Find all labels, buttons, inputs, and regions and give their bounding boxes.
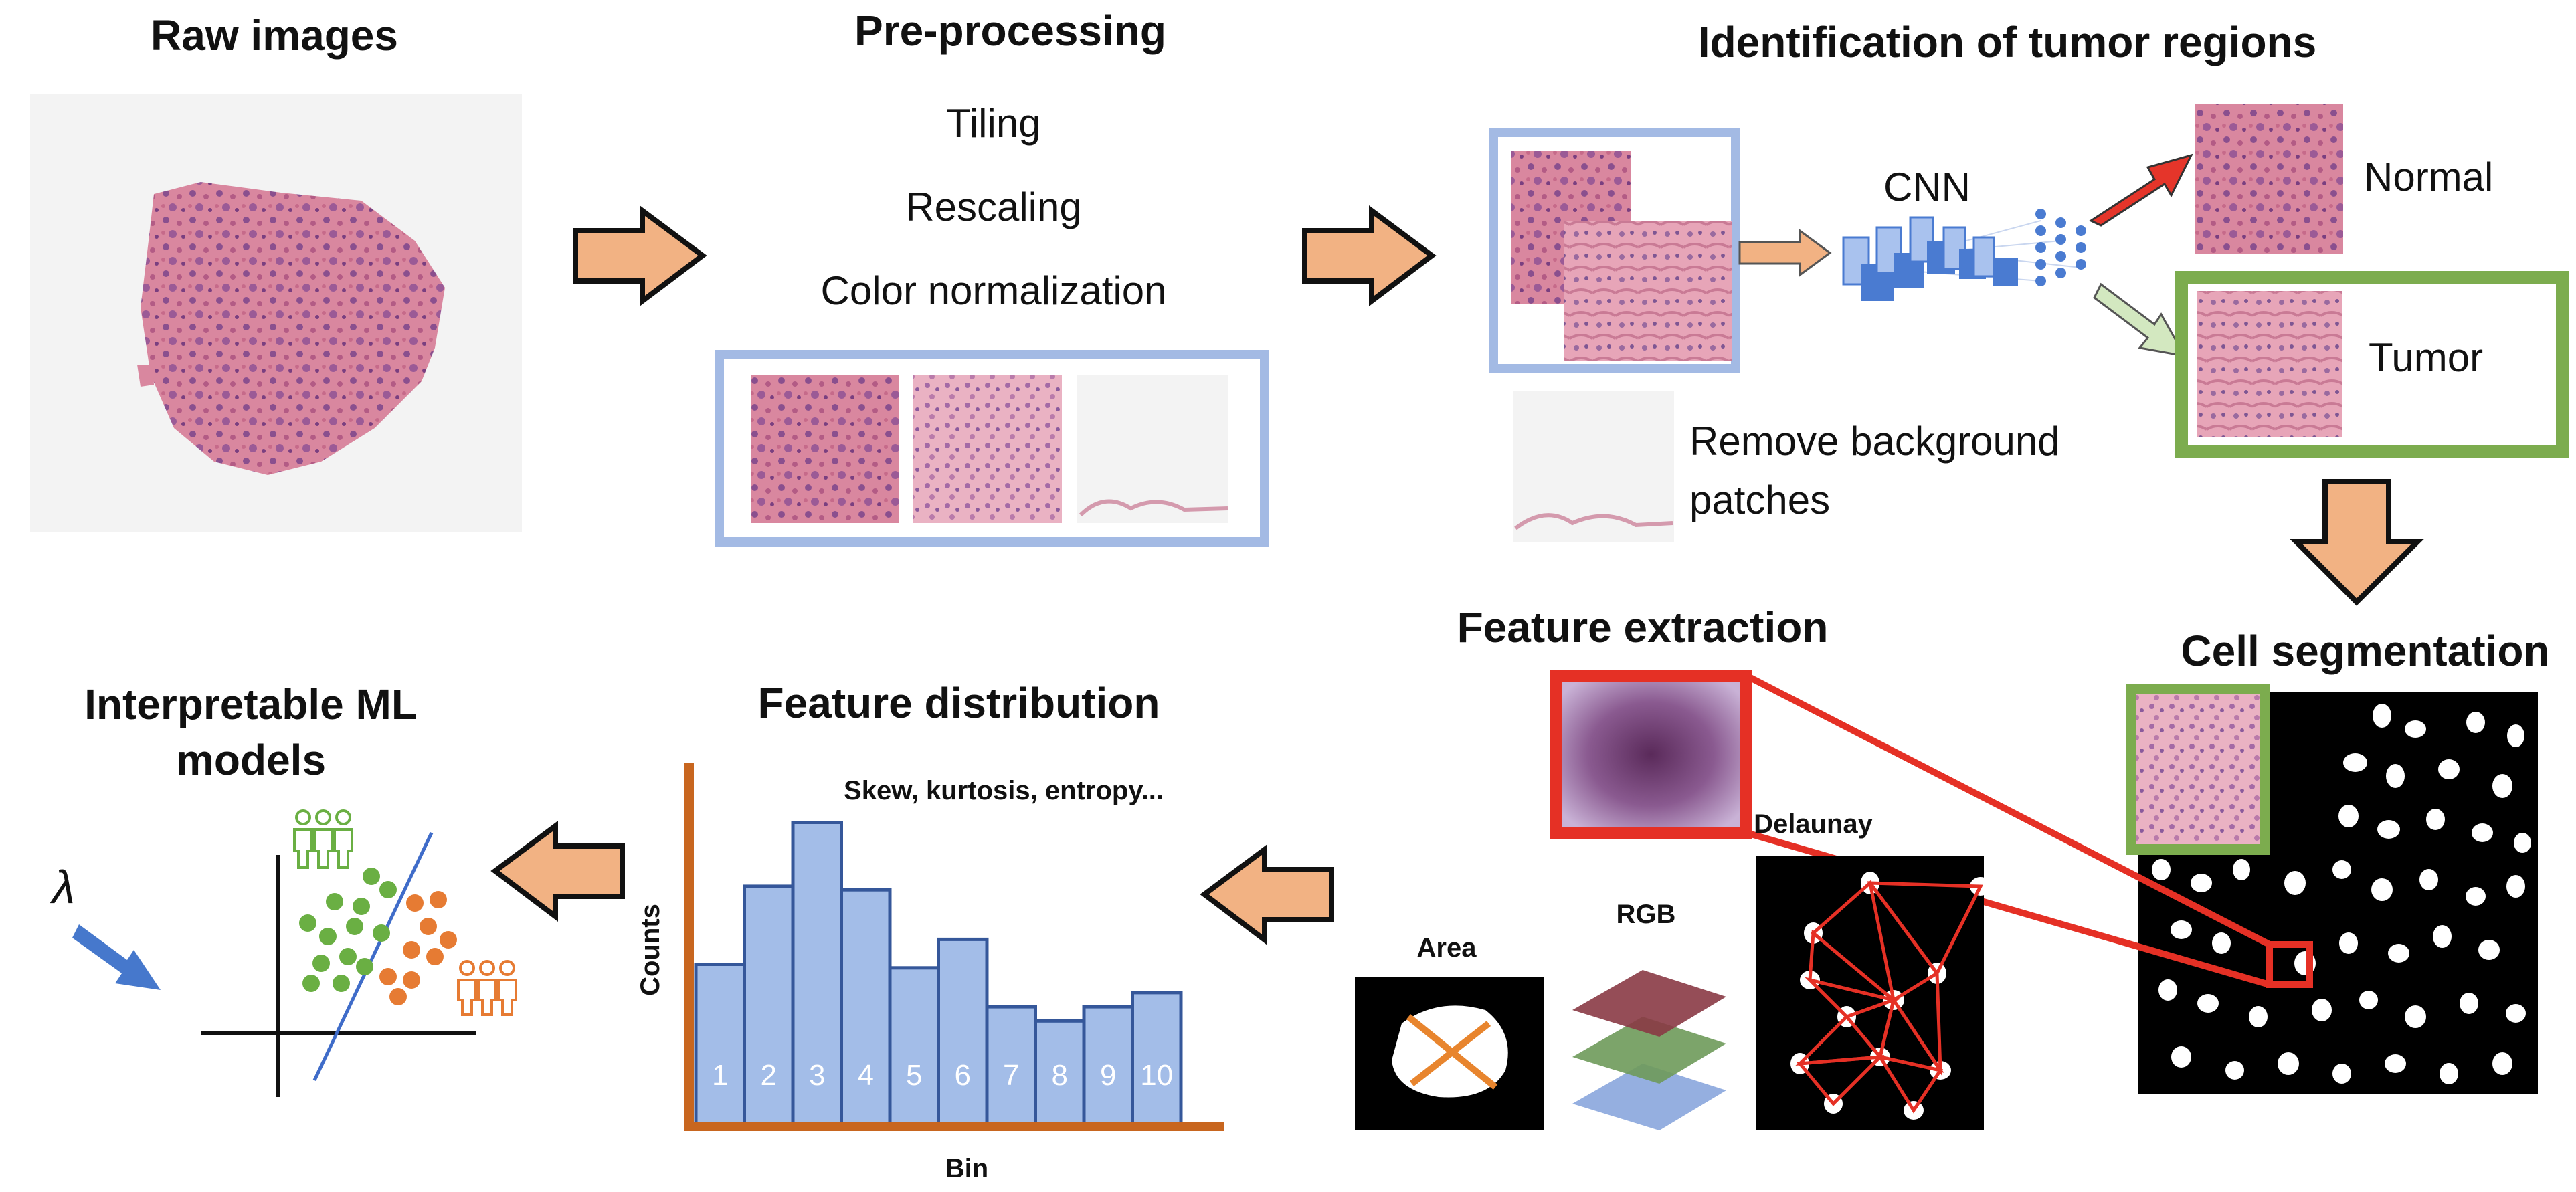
- rgb-channel-green: [1572, 1017, 1726, 1084]
- arrow-raw-to-preprocessing: [573, 205, 707, 307]
- zoomed-cell-frame: [1550, 670, 1752, 839]
- arrow-patch-to-cnn: [1738, 229, 1832, 277]
- preprocessing-step-tiling: Tiling: [946, 101, 1040, 146]
- lambda-arrow-icon: [72, 924, 161, 990]
- background-patch-sample: [1513, 391, 1674, 542]
- histogram-bin-label-9: 9: [1100, 1059, 1116, 1092]
- rgb-channel-blue: [1572, 1064, 1726, 1130]
- delaunay-triangulation: [1795, 880, 1983, 1114]
- histogram-bin-label-6: 6: [955, 1059, 971, 1092]
- histogram-bin-label-3: 3: [809, 1059, 825, 1092]
- histogram-bar-7: [985, 1005, 1037, 1126]
- histogram-bar-9: [1082, 1005, 1134, 1126]
- histogram-bin-label-7: 7: [1003, 1059, 1019, 1092]
- tumor-label: Tumor: [2369, 335, 2483, 380]
- feature-extraction-title: Feature extraction: [1457, 603, 1829, 652]
- raw-tissue-fragment: [137, 365, 154, 387]
- identification-input-patch-front: [1564, 221, 1732, 361]
- histogram-bin-label-1: 1: [712, 1059, 728, 1092]
- lambda-symbol: λ: [50, 861, 75, 913]
- arrow-extraction-to-distribution: [1200, 844, 1334, 946]
- delaunay-label: Delaunay: [1754, 809, 1873, 839]
- green-patient-group-icon: [293, 809, 353, 869]
- preprocessing-tile-1: [751, 375, 899, 523]
- distribution-stats-label: Skew, kurtosis, entropy...: [844, 776, 1164, 805]
- group-orange-points: [379, 891, 457, 1005]
- histogram-bin-label-8: 8: [1052, 1059, 1068, 1092]
- preprocessing-title: Pre-processing: [854, 7, 1166, 55]
- feature-distribution-title: Feature distribution: [758, 679, 1160, 727]
- histogram-y-label: Counts: [636, 904, 665, 996]
- preprocessing-tile-3-background: [1077, 375, 1228, 523]
- cell-segmentation-title: Cell segmentation: [2181, 627, 2549, 675]
- arrow-tumor-to-segmentation: [2290, 479, 2424, 606]
- decision-boundary: [312, 831, 434, 1082]
- preprocessing-step-rescaling: Rescaling: [905, 185, 1081, 229]
- histogram-bar-1: [694, 963, 746, 1126]
- background-patch-fibers: [1514, 513, 1673, 530]
- arrow-cnn-to-tumor: [2093, 282, 2187, 358]
- group-green-points: [299, 868, 397, 992]
- histogram-bin-label-2: 2: [761, 1059, 777, 1092]
- arrow-preprocessing-to-identification: [1302, 205, 1437, 307]
- segmentation-nuclei: [2152, 704, 2531, 1084]
- raw-images-title: Raw images: [151, 11, 398, 60]
- zoom-line-top: [1744, 672, 2272, 948]
- histogram-bar-4: [840, 888, 892, 1126]
- histogram-bar-6: [937, 937, 989, 1126]
- area-axis-minor: [1409, 1021, 1491, 1086]
- histogram-bar-5: [888, 966, 940, 1126]
- cnn-label: CNN: [1883, 165, 1970, 209]
- rgb-channel-red: [1572, 970, 1726, 1037]
- rgb-label: RGB: [1617, 900, 1676, 929]
- histogram-bin-label-4: 4: [858, 1059, 874, 1092]
- ml-title-line2: models: [176, 736, 326, 784]
- preprocessing-step-color-normalization: Color normalization: [821, 268, 1167, 313]
- identification-title: Identification of tumor regions: [1698, 18, 2316, 66]
- histogram-x-label: Bin: [945, 1154, 988, 1183]
- preprocessing-tile-2: [913, 375, 1062, 523]
- segmentation-source-frame: [2126, 684, 2270, 855]
- histogram-bin-label-5: 5: [906, 1059, 922, 1092]
- selected-cell-marker: [2266, 941, 2313, 988]
- raw-tissue-section: [141, 182, 445, 475]
- normal-label: Normal: [2364, 155, 2493, 199]
- histogram-bar-10: [1131, 991, 1183, 1126]
- cnn-network-icon: [1842, 209, 2086, 301]
- ml-title-line1: Interpretable ML: [84, 680, 418, 728]
- remove-background-label-line2: patches: [1689, 478, 1830, 522]
- orange-patient-group-icon: [457, 960, 517, 1016]
- arrow-distribution-to-ml: [490, 821, 625, 922]
- histogram-bin-label-10: 10: [1140, 1059, 1173, 1092]
- remove-background-label-line1: Remove background: [1689, 419, 2060, 464]
- area-label: Area: [1417, 933, 1477, 963]
- normal-patch: [2195, 104, 2343, 254]
- tumor-patch: [2197, 291, 2342, 437]
- arrow-cnn-to-normal: [2088, 153, 2193, 227]
